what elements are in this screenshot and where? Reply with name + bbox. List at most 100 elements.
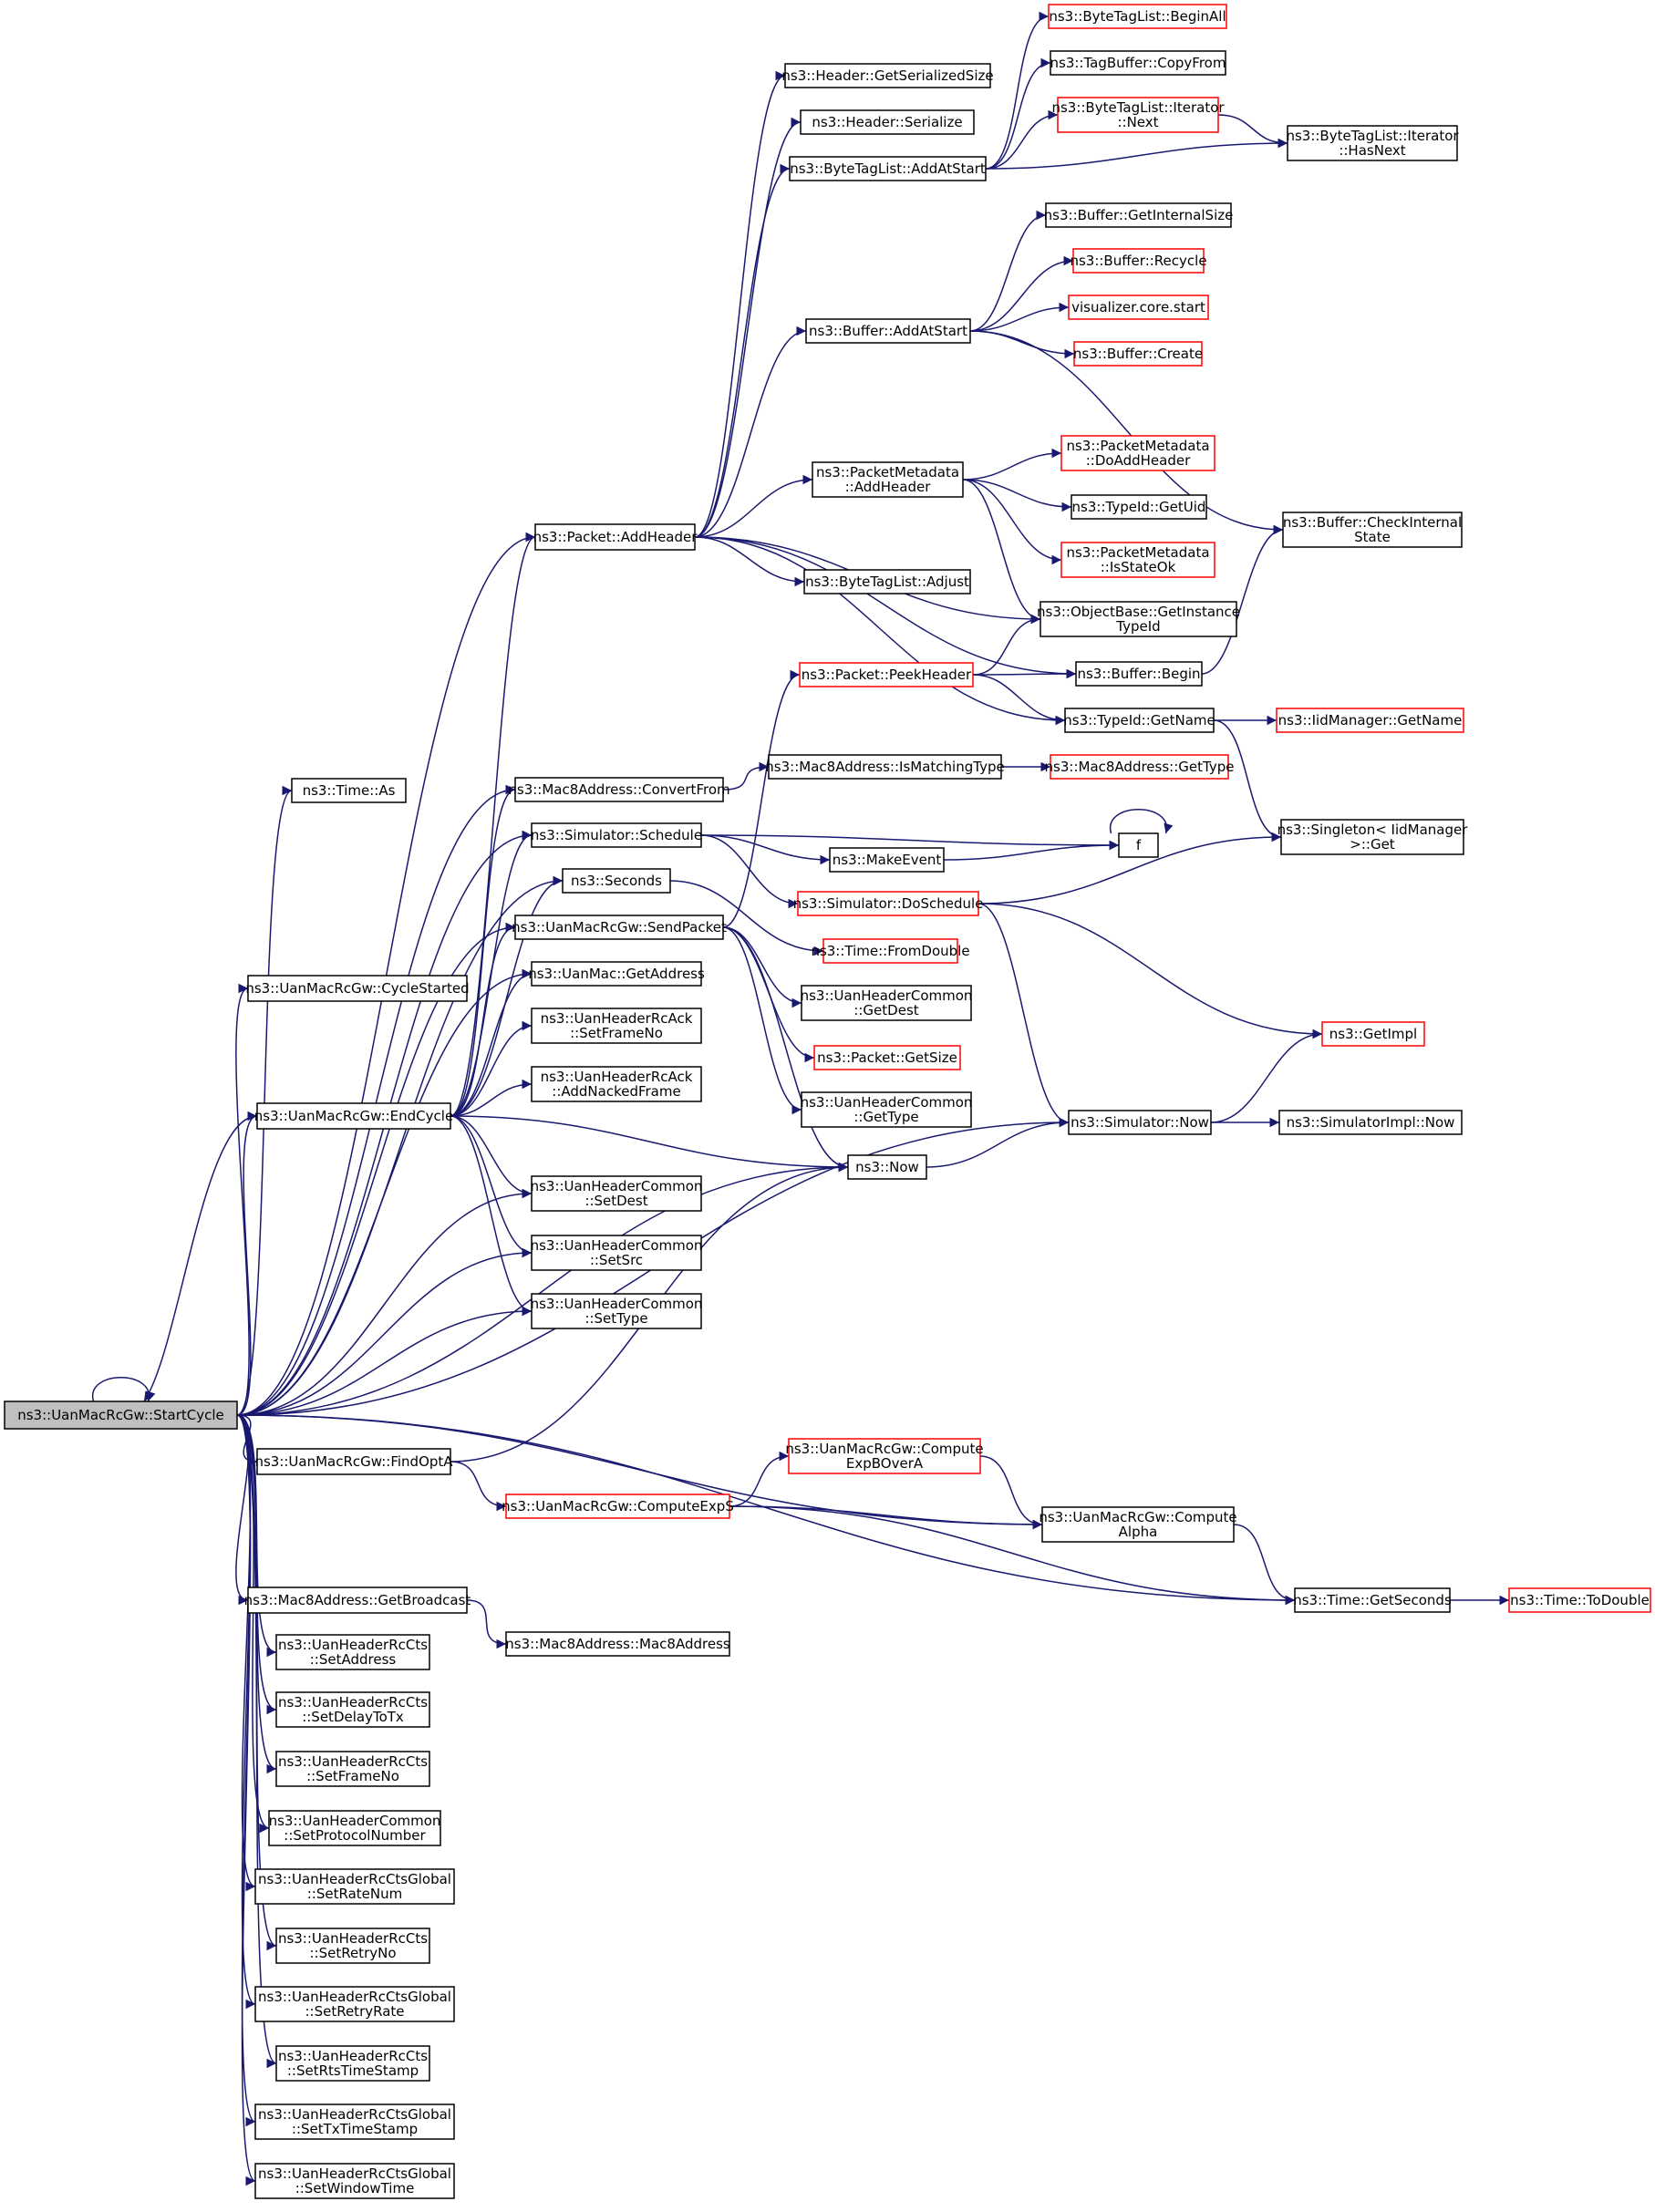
edge-sim_schedule-to-f	[700, 834, 1120, 851]
node-ctsglobal_setretryrate[interactable]: ns3::UanHeaderRcCtsGlobal::SetRetryRate	[254, 1986, 455, 2022]
node-label-line: ns3::UanHeaderCommon	[801, 1094, 973, 1111]
node-label-line: Alpha	[1119, 1524, 1158, 1540]
node-ctsglobal_setwindowtime[interactable]: ns3::UanHeaderRcCtsGlobal::SetWindowTime	[254, 2163, 455, 2199]
node-buffer_recycle[interactable]: ns3::Buffer::Recycle	[1070, 248, 1207, 274]
node-box	[1060, 435, 1215, 471]
node-time_todouble[interactable]: ns3::Time::ToDouble	[1508, 1587, 1651, 1613]
node-label-line: ns3::Time::FromDouble	[811, 943, 969, 959]
node-seconds[interactable]: ns3::Seconds	[562, 868, 671, 894]
node-box	[254, 2103, 455, 2140]
node-doschedule[interactable]: ns3::Simulator::DoSchedule	[793, 891, 984, 916]
node-peekheader[interactable]: ns3::Packet::PeekHeader	[799, 662, 974, 687]
node-common_gettype[interactable]: ns3::UanHeaderCommon::GetType	[801, 1091, 973, 1128]
node-makeevent[interactable]: ns3::MakeEvent	[829, 847, 945, 873]
node-ismatchingtype[interactable]: ns3::Mac8Address::IsMatchingType	[765, 754, 1005, 780]
node-packet_addheader[interactable]: ns3::Packet::AddHeader	[533, 523, 698, 551]
node-cts_setframeno[interactable]: ns3::UanHeaderRcCts::SetFrameNo	[275, 1751, 430, 1787]
node-fromdouble[interactable]: ns3::Time::FromDouble	[811, 938, 970, 964]
node-pm_isstateok[interactable]: ns3::PacketMetadata::IsStateOk	[1060, 542, 1215, 578]
node-pm_doaddheader[interactable]: ns3::PacketMetadata::DoAddHeader	[1060, 435, 1215, 471]
node-typeid_getuid[interactable]: ns3::TypeId::GetUid	[1071, 494, 1207, 520]
node-common_settype[interactable]: ns3::UanHeaderCommon::SetType	[531, 1293, 703, 1329]
node-btl_adjust[interactable]: ns3::ByteTagList::Adjust	[803, 569, 971, 594]
node-packet_getsize[interactable]: ns3::Packet::GetSize	[813, 1045, 961, 1070]
node-label-line: ns3::TypeId::GetName	[1063, 712, 1215, 729]
node-computeexps[interactable]: ns3::UanMacRcGw::ComputeExpS	[502, 1494, 734, 1519]
node-label-line: ::SetDelayToTx	[302, 1709, 404, 1725]
node-getbroadcast[interactable]: ns3::Mac8Address::GetBroadcast	[244, 1587, 471, 1614]
node-box	[1071, 494, 1207, 520]
node-uanmac_getaddress[interactable]: ns3::UanMac::GetAddress	[528, 961, 705, 987]
node-tagbuffer_copyfrom[interactable]: ns3::TagBuffer::CopyFrom	[1050, 50, 1226, 76]
node-label-line: ::Next	[1117, 114, 1158, 130]
node-box	[1282, 512, 1463, 548]
edge-computeexps-to-computeexpbovera	[729, 1451, 790, 1507]
edge-sendpacket-to-common_getdest	[722, 926, 802, 1008]
node-common_getdest[interactable]: ns3::UanHeaderCommon::GetDest	[801, 985, 973, 1021]
node-box	[534, 523, 696, 551]
node-ctsglobal_setratenum[interactable]: ns3::UanHeaderRcCtsGlobal::SetRateNum	[254, 1868, 455, 1905]
node-btl_iter_hasnext[interactable]: ns3::ByteTagList::Iterator::HasNext	[1286, 125, 1459, 161]
node-findopta[interactable]: ns3::UanMacRcGw::FindOptA	[254, 1448, 453, 1475]
node-label-line: ns3::Time::GetSeconds	[1293, 1592, 1452, 1608]
node-common_setprotocolnumber[interactable]: ns3::UanHeaderCommon::SetProtocolNumber	[268, 1810, 441, 1846]
node-mac8_gettype[interactable]: ns3::Mac8Address::GetType	[1045, 754, 1235, 780]
node-ns3_now[interactable]: ns3::Now	[847, 1154, 927, 1180]
node-buffer_begin[interactable]: ns3::Buffer::Begin	[1075, 661, 1203, 687]
edge-f-to-f	[1109, 809, 1174, 834]
node-sim_schedule[interactable]: ns3::Simulator::Schedule	[531, 822, 702, 848]
node-label-line: ::AddHeader	[845, 479, 932, 495]
node-simimpl_now[interactable]: ns3::SimulatorImpl::Now	[1278, 1110, 1463, 1135]
node-box	[800, 109, 975, 135]
node-time_getseconds[interactable]: ns3::Time::GetSeconds	[1293, 1587, 1452, 1613]
node-typeid_getname[interactable]: ns3::TypeId::GetName	[1063, 708, 1215, 733]
node-label-line: ns3::UanMacRcGw::FindOptA	[254, 1453, 453, 1470]
node-pm_addheader[interactable]: ns3::PacketMetadata::AddHeader	[812, 461, 964, 498]
node-endcycle[interactable]: ns3::UanMacRcGw::EndCycle	[254, 1102, 453, 1130]
node-convertfrom[interactable]: ns3::Mac8Address::ConvertFrom	[508, 777, 730, 802]
node-label-line: ns3::UanHeaderRcCts	[278, 1637, 428, 1653]
node-ack_setframeno[interactable]: ns3::UanHeaderRcAck::SetFrameNo	[531, 1008, 702, 1044]
node-iidmanager_getname[interactable]: ns3::IidManager::GetName	[1276, 708, 1464, 733]
node-btl_addatstart[interactable]: ns3::ByteTagList::AddAtStart	[789, 156, 987, 181]
node-buffer_getinternalsize[interactable]: ns3::Buffer::GetInternalSize	[1044, 202, 1234, 228]
node-btl_beginall[interactable]: ns3::ByteTagList::BeginAll	[1048, 4, 1227, 29]
node-cts_setaddress[interactable]: ns3::UanHeaderRcCts::SetAddress	[275, 1634, 430, 1670]
edge-startcycle-to-common_setdest	[236, 1188, 533, 1416]
node-label-line: ns3::Packet::PeekHeader	[802, 667, 972, 683]
node-buffer_create[interactable]: ns3::Buffer::Create	[1073, 341, 1203, 367]
node-header_getserializedsize[interactable]: ns3::Header::GetSerializedSize	[781, 63, 994, 88]
node-box	[247, 1587, 468, 1614]
node-ctsglobal_settxtimestamp[interactable]: ns3::UanHeaderRcCtsGlobal::SetTxTimeStam…	[254, 2103, 455, 2140]
node-sim_now[interactable]: ns3::Simulator::Now	[1068, 1110, 1212, 1135]
node-buffer_addatstart[interactable]: ns3::Buffer::AddAtStart	[805, 318, 971, 344]
node-singleton_get[interactable]: ns3::Singleton< IidManager >::Get	[1277, 819, 1469, 855]
node-header_serialize[interactable]: ns3::Header::Serialize	[800, 109, 975, 135]
node-box	[1072, 248, 1205, 274]
node-cyclestarted[interactable]: ns3::UanMacRcGw::CycleStarted	[245, 975, 470, 1002]
node-cts_setrtstimestamp[interactable]: ns3::UanHeaderRcCts::SetRtsTimeStamp	[275, 2045, 430, 2082]
node-btl_iter_next[interactable]: ns3::ByteTagList::Iterator::Next	[1051, 97, 1225, 133]
node-common_setdest[interactable]: ns3::UanHeaderCommon::SetDest	[531, 1175, 703, 1212]
node-startcycle[interactable]: ns3::UanMacRcGw::StartCycle	[4, 1401, 238, 1430]
node-mac8address[interactable]: ns3::Mac8Address::Mac8Address	[505, 1631, 730, 1657]
node-time_as[interactable]: ns3::Time::As	[291, 778, 407, 803]
node-common_setsrc[interactable]: ns3::UanHeaderCommon::SetSrc	[531, 1235, 703, 1271]
node-label-line: ns3::Mac8Address::IsMatchingType	[765, 759, 1004, 775]
node-box	[254, 2163, 455, 2199]
node-vis_core_start[interactable]: visualizer.core.start	[1068, 295, 1209, 320]
node-f[interactable]: f	[1118, 832, 1159, 858]
edge-startcycle-to-cts_setrtstimestamp	[236, 1414, 277, 2069]
edge-pm_addheader-to-pm_isstateok	[962, 479, 1062, 565]
node-ack_addnackedframe[interactable]: ns3::UanHeaderRcAck::AddNackedFrame	[531, 1066, 702, 1102]
node-cts_setretryno[interactable]: ns3::UanHeaderRcCts::SetRetryNo	[275, 1928, 430, 1964]
node-getimpl[interactable]: ns3::GetImpl	[1321, 1021, 1425, 1047]
node-cts_setdelaytotx[interactable]: ns3::UanHeaderRcCts::SetDelayToTx	[275, 1691, 430, 1728]
node-sendpacket[interactable]: ns3::UanMacRcGw::SendPacket	[512, 915, 727, 940]
node-label-line: ns3::PacketMetadata	[1066, 438, 1209, 454]
node-box	[1118, 832, 1159, 858]
